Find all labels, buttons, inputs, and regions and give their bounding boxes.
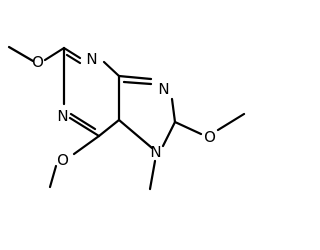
atom-n3: N — [86, 50, 97, 68]
bond-n7-c5 — [117, 118, 154, 150]
bond-n7-me — [148, 159, 157, 191]
bond-c8-o8 — [173, 120, 203, 136]
bond-c6-n1 — [68, 116, 101, 138]
bond-n3-c4 — [102, 60, 121, 78]
bond-c4-n9 — [117, 74, 153, 81]
bond-c2-n3 — [62, 46, 82, 60]
bond-c4-n9-double — [122, 80, 153, 86]
atom-o6: O — [57, 151, 69, 169]
atom-o8: O — [204, 128, 216, 146]
bond-o2-c2 — [43, 46, 66, 62]
bond-c6-o6 — [72, 134, 101, 156]
atom-labels: O N N N N O O — [32, 50, 216, 169]
bond-c8-n7 — [161, 120, 177, 148]
bonds — [7, 45, 246, 191]
bond-c5-c6 — [97, 118, 121, 138]
bond-me2-o2 — [7, 45, 35, 63]
molecule-structure: O N N N N O O — [7, 45, 246, 191]
atom-n9: N — [158, 80, 169, 98]
atom-o2: O — [32, 53, 44, 71]
bond-c2-n3-double — [65, 53, 82, 65]
bond-o6-me6 — [48, 164, 58, 189]
atom-n1: N — [57, 107, 68, 125]
atom-n7: N — [150, 143, 161, 161]
bond-o8-me8 — [216, 112, 246, 132]
bond-c6-n1-double — [69, 112, 97, 131]
bond-n9-c8 — [170, 97, 177, 124]
